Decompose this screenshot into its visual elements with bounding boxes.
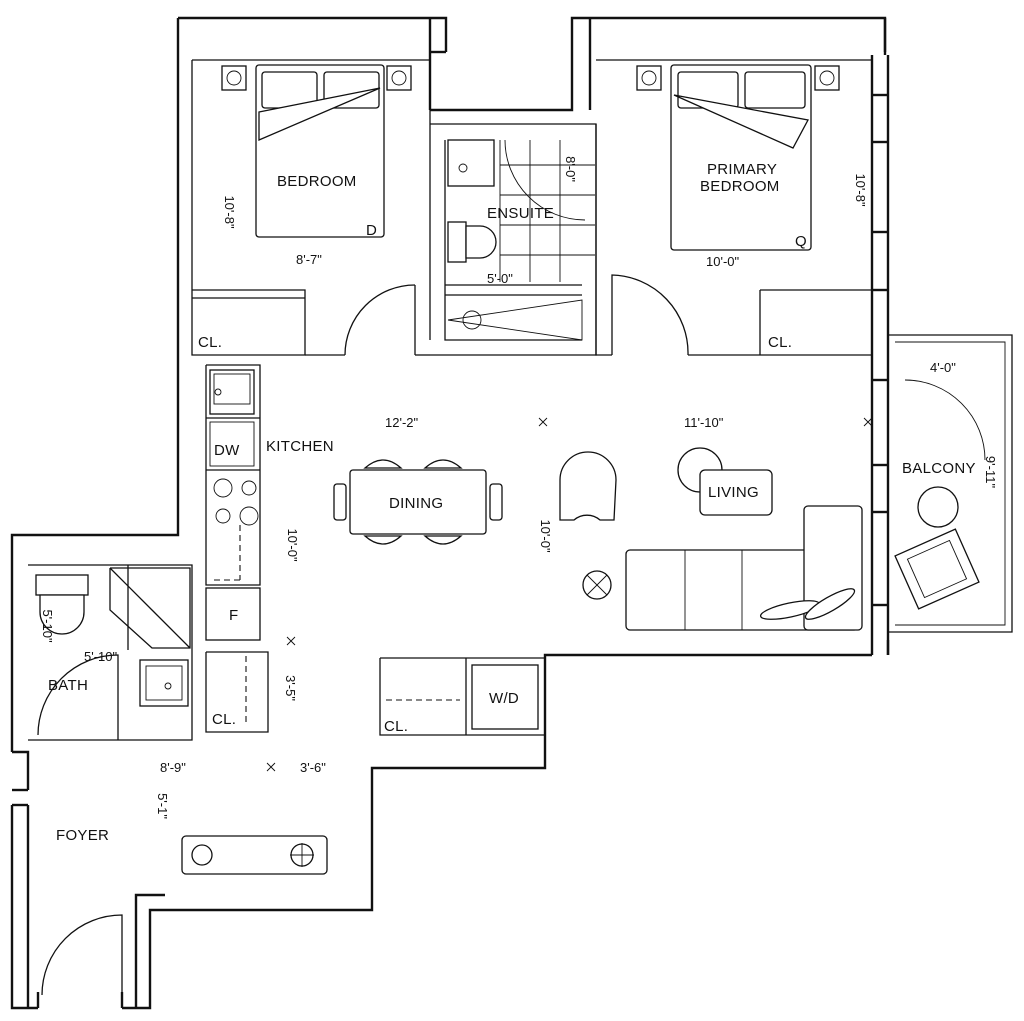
dim-foyer-width: 8'-9": [160, 760, 186, 775]
exterior-walls: [10, 16, 890, 1010]
label-primary-bedroom-1: PRIMARY: [707, 161, 777, 178]
label-kitchen: KITCHEN: [266, 438, 334, 455]
label-closet-laundry: CL.: [384, 718, 408, 735]
label-closet-kitchen: CL.: [212, 711, 236, 728]
label-bed-double: D: [366, 222, 377, 239]
living-furniture: [559, 447, 863, 631]
dim-bath-depth: 5'-10": [40, 609, 55, 643]
bath-fixtures: [35, 574, 183, 701]
label-washer-dryer: W/D: [489, 690, 519, 707]
label-dining: DINING: [389, 495, 443, 512]
dim-dining-depth: 10'-0": [538, 519, 553, 553]
kitchen-fixtures: [209, 369, 259, 581]
dim-ensuite-width: 5'-0": [487, 271, 513, 286]
dim-primary-depth: 10'-8": [853, 173, 868, 207]
label-closet-primary: CL.: [768, 334, 792, 351]
dim-primary-width: 10'-0": [706, 254, 740, 269]
dim-living-width: 11'-10": [684, 415, 724, 430]
label-foyer: FOYER: [56, 827, 109, 844]
label-bed-queen: Q: [795, 233, 807, 250]
bed-double: [221, 64, 412, 238]
ensuite-fixtures: [447, 139, 595, 341]
label-living: LIVING: [708, 484, 759, 501]
dim-bath-width: 5'-10": [84, 649, 118, 664]
dim-foyer-depth: 5'-1": [155, 793, 170, 819]
label-ensuite: ENSUITE: [487, 205, 554, 222]
dimension-labels: 10'-8" 8'-7" 8'-0" 5'-0" 10'-8" 10'-0" 1…: [40, 156, 998, 819]
dim-bedroom-depth: 10'-8": [222, 195, 237, 229]
label-dishwasher: DW: [214, 442, 240, 459]
bed-queen: [636, 64, 840, 251]
dim-closet-depth: 3'-5": [283, 675, 298, 701]
dim-ensuite-length: 8'-0": [563, 156, 578, 182]
dim-bedroom-width: 8'-7": [296, 252, 322, 267]
label-bedroom: BEDROOM: [277, 173, 357, 190]
ceiling-markers: [266, 417, 873, 772]
dim-balcony-depth: 9'-11": [983, 456, 998, 489]
interior-walls: [28, 59, 872, 875]
foyer-fixtures: [191, 843, 314, 867]
label-bath: BATH: [48, 677, 88, 694]
label-fridge: F: [229, 607, 238, 624]
label-closet-bedroom: CL.: [198, 334, 222, 351]
dim-kitchen-depth: 10'-0": [285, 528, 300, 562]
dim-balcony-width: 4'-0": [930, 360, 956, 375]
label-balcony: BALCONY: [902, 460, 976, 477]
dim-dining-width: 12'-2": [385, 415, 419, 430]
balcony: [888, 334, 1013, 633]
room-labels: BEDROOM PRIMARY BEDROOM ENSUITE KITCHEN …: [48, 161, 976, 844]
door-swings: [37, 139, 986, 996]
label-primary-bedroom-2: BEDROOM: [700, 178, 780, 195]
dim-hall-width: 3'-6": [300, 760, 326, 775]
dining-set: [333, 459, 503, 545]
